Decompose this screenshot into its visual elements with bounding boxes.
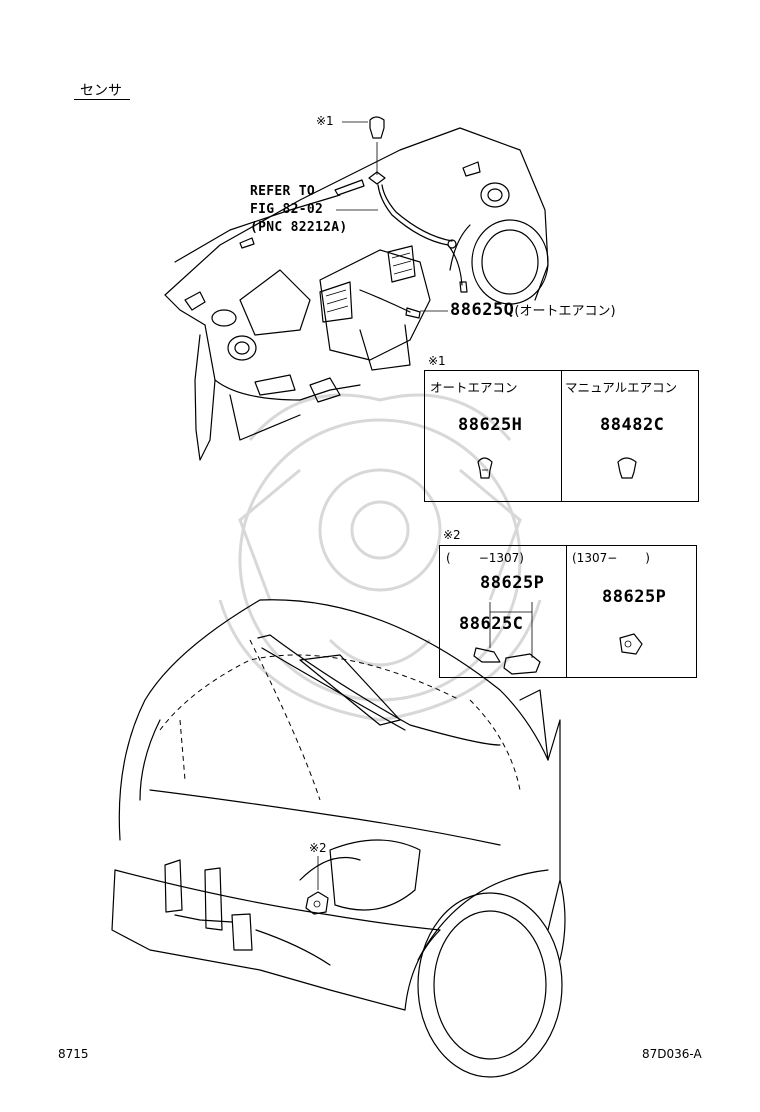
table2-col1-open: ( xyxy=(446,551,451,565)
table1-divider xyxy=(561,371,562,501)
table2-mark: ※2 xyxy=(443,528,461,542)
refer-line-2: FIG 82-02 xyxy=(250,202,324,217)
section-title-text: センサ xyxy=(80,83,122,99)
table2-col2-close: ) xyxy=(645,551,650,565)
note1-mark: ※1 xyxy=(316,114,334,128)
part-number-88625p-b: 88625P xyxy=(602,587,667,607)
note2-mark: ※2 xyxy=(309,841,327,855)
sensor-icons-table1 xyxy=(477,457,637,479)
main-callout: 88625Q(オートエアコン) xyxy=(450,300,616,320)
table2-col2-header: (1307−) xyxy=(572,551,650,565)
refer-line-1: REFER TO xyxy=(250,184,316,199)
dashboard-illustration xyxy=(164,116,549,461)
footer-right: 87D036-A xyxy=(642,1047,702,1061)
refer-line-3: (PNC 82212A) xyxy=(250,220,348,235)
part-number-88625h: 88625H xyxy=(458,415,523,435)
part-number-88482c: 88482C xyxy=(600,415,665,435)
part-number-88625p-a: 88625P xyxy=(480,573,545,593)
table2-col2-range: (1307− xyxy=(572,551,618,565)
table2-col1-range: −1307) xyxy=(478,551,524,565)
section-title: センサ xyxy=(80,80,122,100)
callout-suffix: (オートエアコン) xyxy=(514,304,616,319)
table1: オートエアコン マニュアルエアコン 88625H 88482C xyxy=(424,370,699,502)
part-number-88625q: 88625Q xyxy=(450,300,515,320)
sensor-icons-table2 xyxy=(473,602,643,675)
part-number-88625c: 88625C xyxy=(459,614,524,634)
watermark-emblem xyxy=(218,393,542,722)
table1-col2-header: マニュアルエアコン xyxy=(565,380,678,395)
car-front-illustration xyxy=(111,599,566,1078)
table1-col1-header: オートエアコン xyxy=(430,380,518,395)
table1-mark: ※1 xyxy=(428,354,446,368)
section-title-underline xyxy=(74,99,130,100)
table2-divider xyxy=(566,546,567,677)
refer-to-fig: REFER TO FIG 82-02 (PNC 82212A) xyxy=(250,183,348,237)
footer-left: 8715 xyxy=(58,1047,89,1061)
table2: ( −1307) (1307−) 88625P 88625C 88625P xyxy=(439,545,697,678)
table2-col1-header: ( −1307) xyxy=(446,551,524,565)
